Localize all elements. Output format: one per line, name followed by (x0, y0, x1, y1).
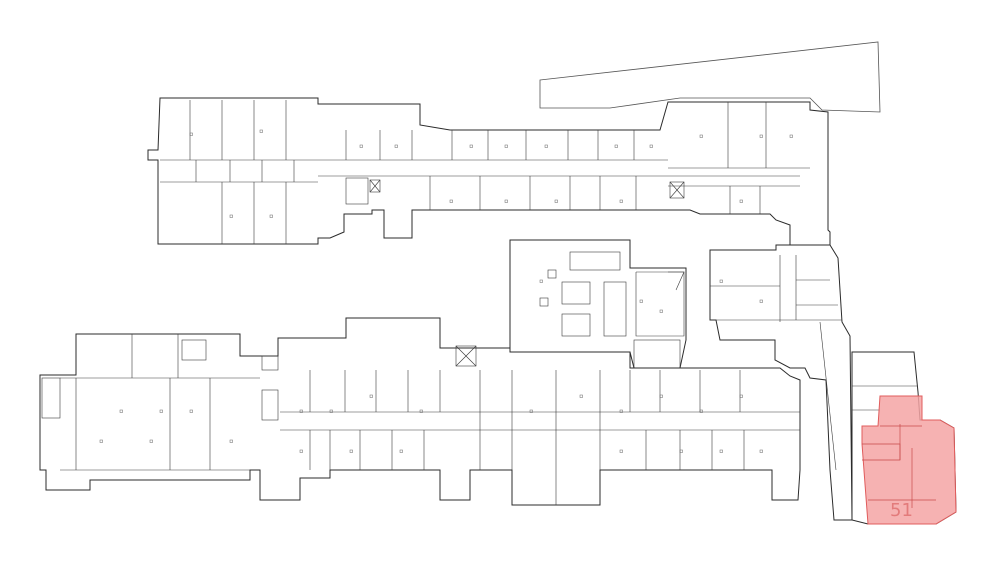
fixture-mark (259, 129, 263, 133)
fixture-mark (739, 394, 743, 398)
fixture-mark (299, 449, 303, 453)
south-wing (39, 317, 801, 506)
courtyard-building (509, 239, 687, 369)
highlighted-premises[interactable]: 51 (861, 395, 957, 525)
fixture-mark (504, 199, 508, 203)
fixture-mark (229, 214, 233, 218)
fixture-marks (99, 129, 793, 453)
fixture-mark (189, 409, 193, 413)
fixture-mark (719, 449, 723, 453)
fixture-mark (789, 134, 793, 138)
fixture-mark (299, 409, 303, 413)
east-wing (709, 244, 853, 521)
fixture-mark (399, 449, 403, 453)
fixture-mark (269, 214, 273, 218)
fixture-mark (579, 394, 583, 398)
fixture-mark (369, 394, 373, 398)
courtyard-building-outline (509, 239, 687, 369)
fixture-mark (529, 409, 533, 413)
east-wing-outline (709, 244, 853, 521)
fixture-mark (359, 144, 363, 148)
land-plot-outline (539, 41, 881, 113)
fixture-mark (659, 309, 663, 313)
north-wing (147, 97, 831, 246)
fixture-mark (159, 409, 163, 413)
south-wing-outline (39, 317, 801, 506)
fixture-mark (659, 394, 663, 398)
fixture-mark (99, 439, 103, 443)
fixture-mark (649, 144, 653, 148)
fixture-mark (719, 279, 723, 283)
fixture-mark (229, 439, 233, 443)
fixture-mark (504, 144, 508, 148)
fixture-mark (449, 199, 453, 203)
fixture-mark (349, 449, 353, 453)
fixture-mark (419, 409, 423, 413)
fixture-mark (759, 134, 763, 138)
fixture-mark (759, 299, 763, 303)
north-wing-outline (147, 97, 831, 246)
fixture-mark (619, 199, 623, 203)
fixture-mark (189, 132, 193, 136)
fixture-mark (539, 279, 543, 283)
fixture-mark (619, 409, 623, 413)
fixture-mark (639, 299, 643, 303)
fixture-mark (759, 449, 763, 453)
fixture-mark (554, 199, 558, 203)
fixture-mark (329, 409, 333, 413)
highlighted-premises-area[interactable] (861, 395, 957, 525)
fixture-mark (394, 144, 398, 148)
fixture-mark (699, 134, 703, 138)
fixture-mark (614, 144, 618, 148)
fixture-mark (149, 439, 153, 443)
fixture-mark (699, 409, 703, 413)
fixture-mark (469, 144, 473, 148)
fixture-mark (619, 449, 623, 453)
fixture-mark (739, 199, 743, 203)
fixture-mark (679, 449, 683, 453)
fixture-mark (544, 144, 548, 148)
premises-number-label: 51 (890, 500, 913, 521)
fixture-mark (119, 409, 123, 413)
